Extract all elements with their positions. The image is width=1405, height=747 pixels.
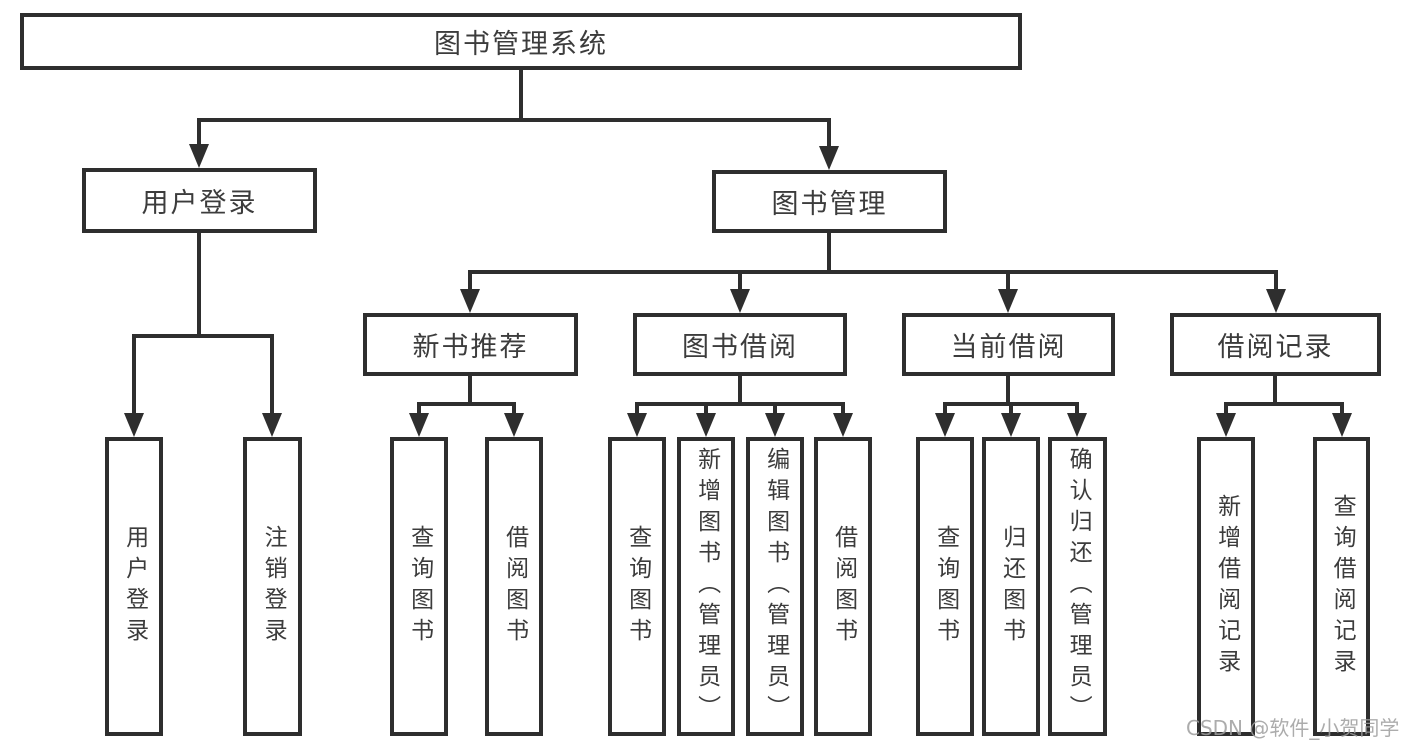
connector-arm-rec-borrow-books (512, 402, 516, 415)
connector-borrowing-records-hline (1224, 402, 1344, 406)
csdn-watermark: CSDN @软件_小贺同学 (1186, 716, 1400, 740)
node-user-login: 用户登录 (82, 168, 317, 233)
node-book-borrowing: 图书借阅 (633, 313, 847, 376)
node-borrowing-records: 借阅记录 (1170, 313, 1381, 376)
connector-user-login-hline (132, 334, 274, 338)
connector-arm-user-login (197, 118, 201, 146)
connector-arm-rec2-add-record (1224, 402, 1228, 415)
connector-arm-book-management (827, 118, 831, 148)
arrowhead-bor-query-books (627, 413, 647, 437)
leaf-logout-label: 注销登录 (260, 524, 287, 649)
connector-level2-hline (197, 118, 831, 122)
connector-book-management-stub (827, 233, 831, 272)
arrowhead-bor-borrow-books (833, 413, 853, 437)
leaf-login-label: 用户登录 (121, 524, 148, 649)
arrowhead-cur-query-books (935, 413, 955, 437)
leaf-rec-query-books-label: 查询图书 (406, 524, 433, 649)
connector-arm-bor-query-books (635, 402, 639, 415)
arrowhead-rec2-query-record (1332, 413, 1352, 437)
node-root: 图书管理系统 (20, 13, 1022, 70)
leaf-cur-query-books: 查询图书 (916, 437, 974, 736)
node-new-book-recommend-label: 新书推荐 (412, 332, 529, 363)
leaf-rec2-query-record: 查询借阅记录 (1313, 437, 1370, 736)
connector-arm-current-borrowing (1006, 270, 1010, 291)
connector-arm-login (132, 334, 136, 415)
connector-user-login-stub (197, 233, 201, 336)
connector-arm-new-book-recommend (468, 270, 472, 291)
connector-arm-cur-confirm-return (1075, 402, 1079, 415)
connector-arm-cur-return-books (1009, 402, 1013, 415)
arrowhead-rec-query-books (409, 413, 429, 437)
arrowhead-current-borrowing (998, 289, 1018, 313)
leaf-bor-query-books: 查询图书 (608, 437, 666, 736)
leaf-cur-confirm-return: 确认归还（管理员） (1048, 437, 1107, 736)
leaf-rec-borrow-books-label: 借阅图书 (501, 524, 528, 649)
leaf-rec-query-books: 查询图书 (390, 437, 448, 736)
node-new-book-recommend: 新书推荐 (363, 313, 578, 376)
connector-new-book-recommend-stub (468, 376, 472, 406)
connector-book-borrowing-hline (635, 402, 845, 406)
node-current-borrowing-label: 当前借阅 (950, 332, 1067, 363)
arrowhead-cur-confirm-return (1067, 413, 1087, 437)
connector-arm-bor-add-books (704, 402, 708, 415)
connector-book-borrowing-stub (738, 376, 742, 406)
arrowhead-bor-edit-books (765, 413, 785, 437)
node-book-management-label: 图书管理 (771, 189, 888, 220)
connector-arm-borrowing-records (1274, 270, 1278, 291)
connector-arm-rec2-query-record (1340, 402, 1344, 415)
connector-arm-rec-query-books (417, 402, 421, 415)
leaf-cur-confirm-return-label: 确认归还（管理员） (1065, 447, 1092, 726)
leaf-bor-borrow-books: 借阅图书 (814, 437, 872, 736)
leaf-rec2-add-record-label: 新增借阅记录 (1213, 493, 1240, 680)
arrowhead-user-login (189, 144, 209, 168)
leaf-rec2-add-record: 新增借阅记录 (1197, 437, 1255, 736)
arrowhead-bor-add-books (696, 413, 716, 437)
leaf-bor-query-books-label: 查询图书 (624, 524, 651, 649)
connector-arm-logout (270, 334, 274, 415)
connector-arm-bor-edit-books (773, 402, 777, 415)
leaf-bor-borrow-books-label: 借阅图书 (830, 524, 857, 649)
leaf-bor-add-books: 新增图书（管理员） (677, 437, 735, 736)
connector-root-stub (519, 70, 523, 122)
arrowhead-rec2-add-record (1216, 413, 1236, 437)
leaf-cur-query-books-label: 查询图书 (932, 524, 959, 649)
connector-arm-book-borrowing (738, 270, 742, 291)
arrowhead-borrowing-records (1266, 289, 1286, 313)
leaf-rec-borrow-books: 借阅图书 (485, 437, 543, 736)
arrowhead-book-borrowing (730, 289, 750, 313)
leaf-cur-return-books: 归还图书 (982, 437, 1040, 736)
arrowhead-logout (262, 413, 282, 437)
connector-borrowing-records-stub (1273, 376, 1277, 406)
node-current-borrowing: 当前借阅 (902, 313, 1115, 376)
leaf-login: 用户登录 (105, 437, 163, 736)
arrowhead-new-book-recommend (460, 289, 480, 313)
connector-arm-cur-query-books (943, 402, 947, 415)
leaf-cur-return-books-label: 归还图书 (998, 524, 1025, 649)
connector-new-book-recommend-hline (417, 402, 516, 406)
connector-arm-bor-borrow-books (841, 402, 845, 415)
leaf-bor-edit-books: 编辑图书（管理员） (746, 437, 804, 736)
leaf-bor-edit-books-label: 编辑图书（管理员） (762, 447, 789, 726)
node-user-login-label: 用户登录 (141, 188, 258, 219)
leaf-logout: 注销登录 (243, 437, 302, 736)
arrowhead-login (124, 413, 144, 437)
node-borrowing-records-label: 借阅记录 (1217, 332, 1334, 363)
node-root-label: 图书管理系统 (434, 29, 608, 60)
leaf-rec2-query-record-label: 查询借阅记录 (1329, 493, 1356, 680)
arrowhead-cur-return-books (1001, 413, 1021, 437)
leaf-bor-add-books-label: 新增图书（管理员） (693, 447, 720, 726)
arrowhead-book-management (819, 146, 839, 170)
connector-current-borrowing-stub (1006, 376, 1010, 406)
node-book-borrowing-label: 图书借阅 (682, 332, 798, 363)
arrowhead-rec-borrow-books (504, 413, 524, 437)
connector-level3-hline (468, 270, 1278, 274)
node-book-management: 图书管理 (712, 170, 947, 233)
